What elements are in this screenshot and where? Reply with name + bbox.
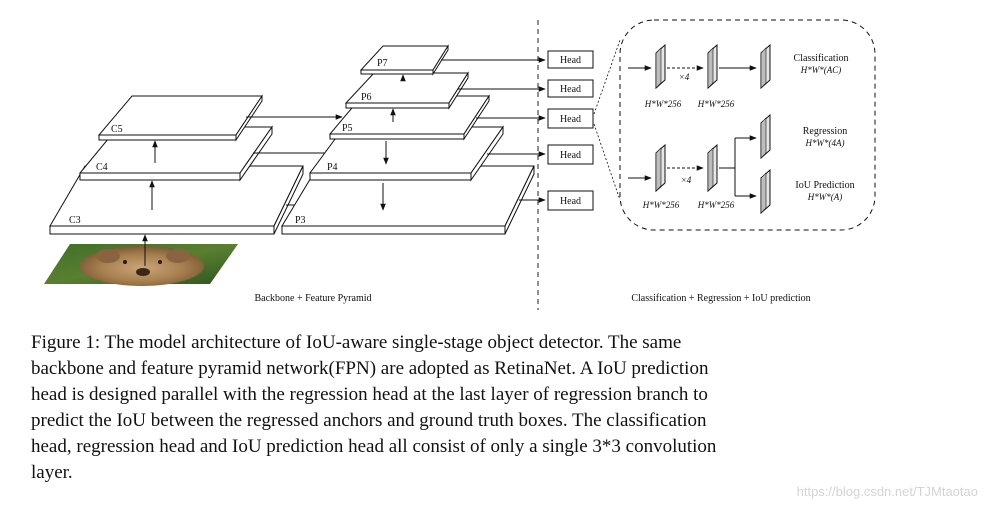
repeat-label-cls: ×4 xyxy=(679,72,690,82)
repeat-label-reg: ×4 xyxy=(681,175,692,185)
head-box-p3: Head xyxy=(547,190,594,211)
classification-branch: ×4 H*W*256 H*W*256 Classification H*W*(A… xyxy=(628,43,849,109)
architecture-diagram: C3 C4 C5 P3 P4 P5 xyxy=(44,19,876,310)
level-label-c3: C3 xyxy=(69,215,81,226)
regression-size: H*W*(4A) xyxy=(805,138,845,148)
pyramid-plate-p3: P3 xyxy=(281,165,535,235)
feature-size-reg-2: H*W*256 xyxy=(697,200,735,210)
caption-line: predict the IoU between the regressed an… xyxy=(31,410,707,431)
feature-size-cls-2: H*W*256 xyxy=(697,99,735,109)
level-label-c5: C5 xyxy=(111,124,123,135)
svg-text:Head: Head xyxy=(560,114,581,125)
watermark-text: https://blog.csdn.net/TJMtaotao xyxy=(796,484,978,499)
head-detail-box xyxy=(619,19,876,231)
head-box-p6: Head xyxy=(547,79,594,98)
feature-size-reg-1: H*W*256 xyxy=(642,200,680,210)
pyramid-plate-p6: P6 xyxy=(344,71,469,110)
caption-line: layer. xyxy=(31,462,73,483)
caption-line: head is designed parallel with the regre… xyxy=(31,384,708,405)
head-box-p4: Head xyxy=(547,144,594,165)
callout-line-bottom xyxy=(593,123,621,201)
caption-line: Figure 1: The model architecture of IoU-… xyxy=(31,332,682,353)
regression-title: Regression xyxy=(803,126,847,137)
level-label-p4: P4 xyxy=(327,162,338,173)
classification-size: H*W*(AC) xyxy=(800,65,842,75)
figure-caption: Figure 1: The model architecture of IoU-… xyxy=(31,330,891,486)
level-label-p5: P5 xyxy=(342,123,353,134)
iou-title: IoU Prediction xyxy=(795,180,854,191)
caption-line: head, regression head and IoU prediction… xyxy=(31,436,717,457)
level-label-p6: P6 xyxy=(361,92,372,103)
level-label-p7: P7 xyxy=(377,58,388,69)
regression-branch: ×4 H*W*256 H*W*256 Regression H*W*(4A) I… xyxy=(628,113,855,215)
backbone-section-caption: Backbone + Feature Pyramid xyxy=(255,293,372,304)
backbone-plate-c5: C5 xyxy=(97,94,263,142)
head-box-p5: Head xyxy=(547,108,594,129)
head-box-p7: Head xyxy=(547,50,594,69)
svg-text:Head: Head xyxy=(560,150,581,161)
svg-text:Head: Head xyxy=(560,84,581,95)
classification-title: Classification xyxy=(794,53,849,64)
caption-line: backbone and feature pyramid network(FPN… xyxy=(31,358,709,379)
input-image-bear xyxy=(44,244,238,286)
level-label-p3: P3 xyxy=(295,215,306,226)
pyramid-plate-p7: P7 xyxy=(359,44,449,76)
callout-line-top xyxy=(593,39,621,115)
iou-size: H*W*(A) xyxy=(807,192,843,202)
svg-text:Head: Head xyxy=(560,196,581,207)
level-label-c4: C4 xyxy=(96,162,108,173)
svg-text:Head: Head xyxy=(560,55,581,66)
head-section-caption: Classification + Regression + IoU predic… xyxy=(631,293,810,304)
feature-size-cls-1: H*W*256 xyxy=(644,99,682,109)
